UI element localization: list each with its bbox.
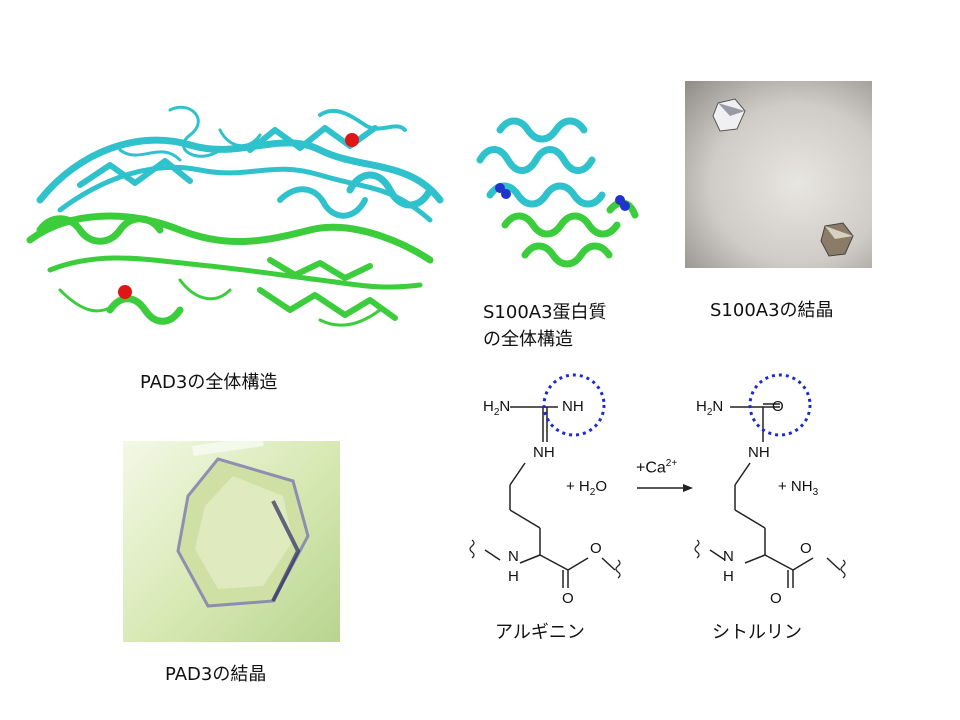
arginine-ester-o-label: O bbox=[590, 540, 602, 557]
citrulline-name: シトルリン bbox=[712, 622, 802, 643]
arginine-nh-label: NH bbox=[533, 444, 555, 461]
citrulline-n-label: N bbox=[723, 548, 734, 565]
citrulline-carbonyl-o-top-label: O bbox=[772, 398, 784, 415]
pad3-structure-caption: PAD3の全体構造 bbox=[140, 372, 278, 393]
water-reagent-label: + H2O bbox=[566, 478, 607, 498]
citrulline-h2n-label: H2N bbox=[696, 398, 724, 418]
citrulline-nh-label: NH bbox=[748, 444, 770, 461]
arginine-h2n-label: H2N bbox=[483, 398, 511, 418]
arginine-h-label: H bbox=[508, 568, 519, 585]
dotted-circle-icon bbox=[542, 373, 606, 437]
s100a3-crystal-caption: S100A3の結晶 bbox=[710, 300, 834, 321]
pad3-crystal-image bbox=[123, 441, 340, 642]
reaction-scheme-bonds bbox=[469, 373, 846, 588]
pad3-structure-image bbox=[26, 105, 444, 327]
citrulline-ester-o-label: O bbox=[800, 540, 812, 557]
arginine-name: アルギニン bbox=[495, 622, 585, 643]
arginine-carbonyl-o-label: O bbox=[562, 590, 574, 607]
arginine-nh-imine-label: NH bbox=[562, 398, 584, 415]
arginine-n-label: N bbox=[508, 548, 519, 565]
dotted-circle-icon bbox=[748, 373, 812, 437]
s100a3-structure-caption-line1: S100A3蛋白質 bbox=[483, 302, 607, 323]
pad3-crystal-caption: PAD3の結晶 bbox=[165, 664, 267, 685]
s100a3-structure-image bbox=[476, 117, 639, 268]
s100a3-structure-caption-line2: の全体構造 bbox=[483, 329, 573, 350]
calcium-catalyst-label: +Ca2+ bbox=[636, 458, 678, 477]
s100a3-crystal-image bbox=[685, 81, 872, 268]
citrulline-h-label: H bbox=[723, 568, 734, 585]
citrulline-carbonyl-o-label: O bbox=[770, 590, 782, 607]
ammonia-product-label: + NH3 bbox=[778, 478, 819, 498]
right-arrow-icon bbox=[637, 484, 693, 492]
